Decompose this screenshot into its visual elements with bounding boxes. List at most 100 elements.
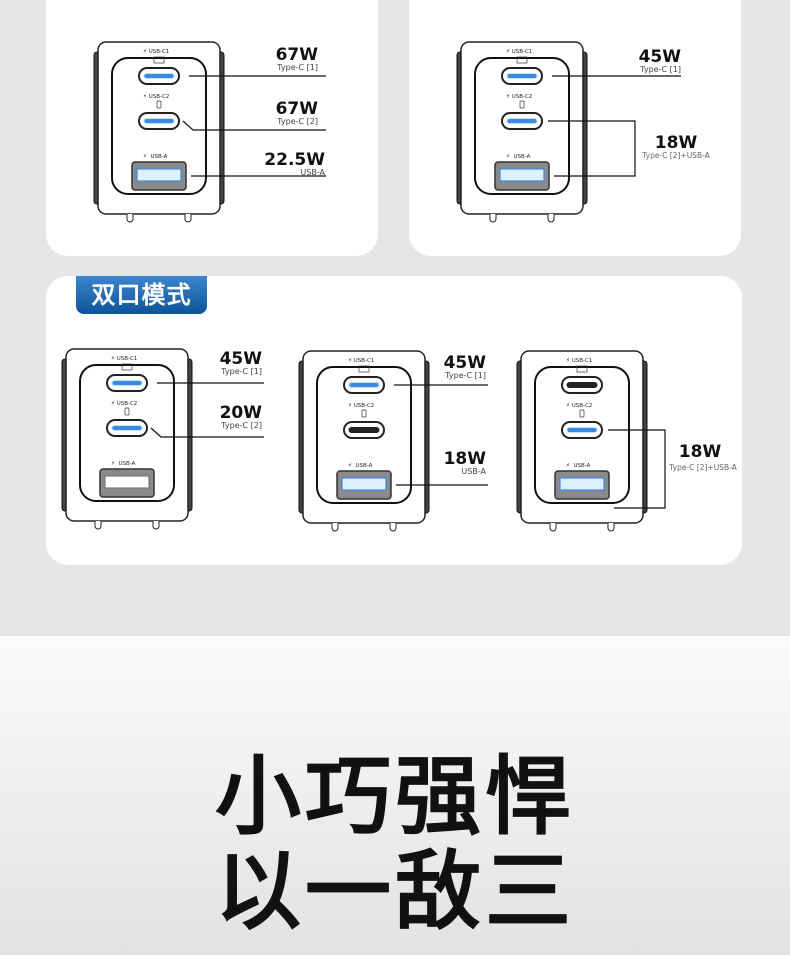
plug-foot	[547, 214, 555, 223]
port-label: USB-A	[119, 461, 136, 467]
port-label: USB-C2	[512, 94, 533, 100]
output-wattage: 67W	[276, 99, 319, 119]
usb-c-tongue	[111, 380, 143, 386]
output-wattage: 20W	[220, 403, 263, 423]
port-label: USB-C1	[117, 356, 138, 362]
port-label: USB-C1	[512, 49, 533, 55]
output-port: Type-C [2]+USB-A	[668, 463, 737, 472]
port-label: USB-A	[151, 154, 168, 160]
usb-c-tongue	[506, 118, 538, 124]
connector-line	[150, 427, 264, 438]
lightning-icon: ⚡	[566, 357, 570, 364]
dual-mode-badge: 双口模式	[76, 276, 207, 314]
output-port: USB-A	[461, 467, 486, 476]
output-port: Type-C [1]	[444, 371, 486, 380]
usb-a-tongue	[559, 477, 605, 491]
usb-c-tongue	[566, 382, 598, 388]
lightning-icon: ⚡	[506, 93, 510, 100]
port-label: USB-C2	[354, 403, 375, 409]
connector-line	[608, 429, 666, 509]
output-wattage: 67W	[276, 45, 319, 65]
plug-foot	[607, 523, 615, 532]
usb-c-tongue	[506, 73, 538, 79]
output-wattage: 22.5W	[264, 150, 325, 170]
lightning-icon: ⚡	[348, 462, 352, 469]
lightning-icon: ⚡	[143, 153, 147, 160]
output-wattage: 45W	[639, 47, 682, 67]
laptop-icon	[121, 363, 133, 371]
output-port: Type-C [2]	[220, 421, 262, 430]
plug-foot	[489, 214, 497, 223]
lightning-icon: ⚡	[111, 400, 115, 407]
usb-c-tongue	[348, 382, 380, 388]
output-wattage: 18W	[655, 133, 698, 153]
port-label: USB-C2	[149, 94, 170, 100]
phone-icon	[579, 409, 585, 418]
port-label: USB-A	[356, 463, 373, 469]
usb-c-tongue	[111, 425, 143, 431]
usb-c-tongue	[143, 73, 175, 79]
headline-line-1: 小巧强悍	[215, 747, 575, 847]
lightning-icon: ⚡	[143, 93, 147, 100]
phone-icon	[361, 409, 367, 418]
lightning-icon: ⚡	[506, 153, 510, 160]
laptop-icon	[516, 56, 528, 64]
output-wattage: 18W	[444, 449, 487, 469]
lightning-icon: ⚡	[348, 402, 352, 409]
port-label: USB-A	[514, 154, 531, 160]
usb-c-tongue	[143, 118, 175, 124]
plug-foot	[184, 214, 192, 223]
phone-icon	[156, 100, 162, 109]
lightning-icon: ⚡	[111, 355, 115, 362]
laptop-icon	[153, 56, 165, 64]
output-wattage: 18W	[679, 442, 722, 462]
output-port: Type-C [2]+USB-A	[641, 151, 710, 160]
port-label: USB-C1	[354, 358, 375, 364]
slogan-section: 小巧强悍 以一敌三	[0, 636, 790, 955]
charger: USB-C1⚡USB-C2⚡USB-A⚡	[61, 348, 193, 530]
charger: USB-C1⚡USB-C2⚡USB-A⚡	[93, 41, 225, 223]
phone-icon	[124, 407, 130, 416]
lightning-icon: ⚡	[143, 48, 147, 55]
output-port: Type-C [1]	[220, 367, 262, 376]
charger: USB-C1⚡USB-C2⚡USB-A⚡	[456, 41, 588, 223]
headline-line-2: 以一敌三	[215, 842, 575, 942]
usb-c-tongue	[566, 427, 598, 433]
lightning-icon: ⚡	[506, 48, 510, 55]
usb-a-tongue	[499, 168, 545, 182]
plug-foot	[549, 523, 557, 532]
output-port: USB-A	[300, 168, 325, 177]
lightning-icon: ⚡	[566, 402, 570, 409]
charger: USB-C1⚡USB-C2⚡USB-A⚡	[516, 350, 648, 532]
connector-line	[182, 120, 326, 131]
lightning-icon: ⚡	[566, 462, 570, 469]
connector-line	[548, 120, 636, 177]
port-label: USB-C1	[149, 49, 170, 55]
plug-foot	[126, 214, 134, 223]
port-label: USB-C2	[117, 401, 138, 407]
output-port: Type-C [1]	[639, 65, 681, 74]
usb-c-tongue	[348, 427, 380, 433]
plug-foot	[331, 523, 339, 532]
laptop-icon	[358, 365, 370, 373]
lightning-icon: ⚡	[348, 357, 352, 364]
plug-foot	[94, 521, 102, 530]
output-wattage: 45W	[220, 349, 263, 369]
output-wattage: 45W	[444, 353, 487, 373]
usb-a-tongue	[341, 477, 387, 491]
port-label: USB-A	[574, 463, 591, 469]
usb-a-tongue	[104, 475, 150, 489]
plug-foot	[152, 521, 160, 530]
output-port: Type-C [2]	[276, 117, 318, 126]
port-label: USB-C2	[572, 403, 593, 409]
charger: USB-C1⚡USB-C2⚡USB-A⚡	[298, 350, 430, 532]
laptop-icon	[576, 365, 588, 373]
lightning-icon: ⚡	[111, 460, 115, 467]
phone-icon	[519, 100, 525, 109]
